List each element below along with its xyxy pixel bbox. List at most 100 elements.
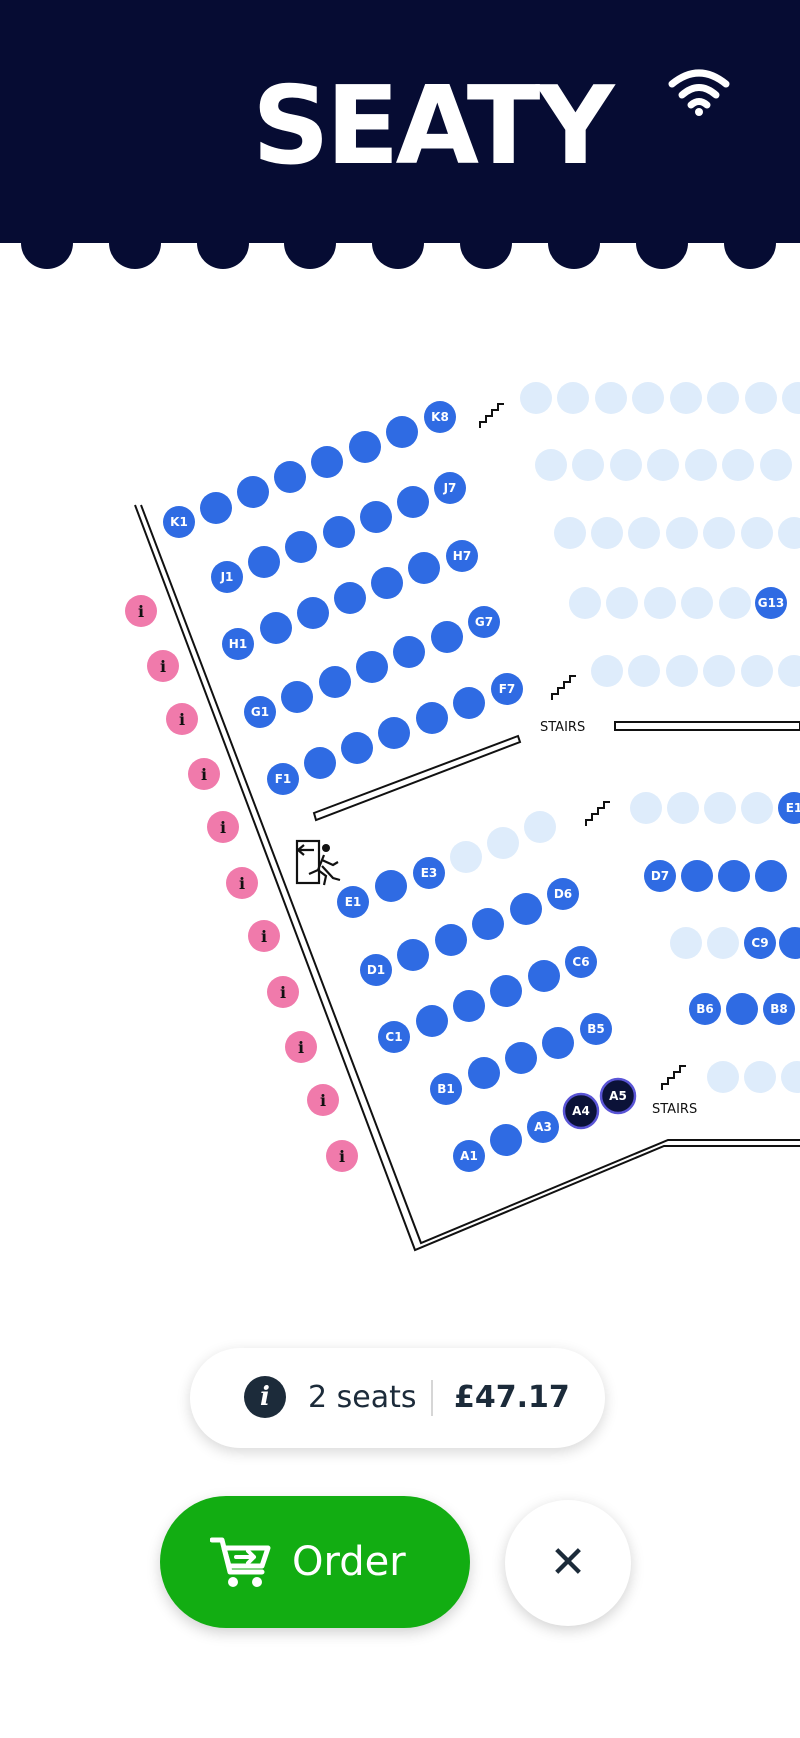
svg-text:K8: K8 xyxy=(431,410,449,424)
seat-f7[interactable]: F7 xyxy=(491,673,523,705)
svg-text:i: i xyxy=(298,1038,304,1057)
svg-text:H1: H1 xyxy=(229,637,247,651)
seaty-logo: SEATY xyxy=(252,64,615,189)
selected-seats[interactable]: A4 A5 xyxy=(562,1077,637,1130)
svg-text:D1: D1 xyxy=(367,963,385,977)
svg-text:E1: E1 xyxy=(345,895,362,909)
available-seats[interactable] xyxy=(200,416,800,1156)
svg-text:i: i xyxy=(160,657,166,676)
stairs-label: STAIRS xyxy=(652,1102,697,1117)
seat-count: 2 seats xyxy=(308,1380,417,1415)
svg-text:i: i xyxy=(201,765,207,784)
svg-text:B8: B8 xyxy=(770,1002,788,1016)
seat-c1[interactable]: C1 xyxy=(378,1021,410,1053)
svg-text:A1: A1 xyxy=(460,1149,478,1163)
stairs-icon xyxy=(479,403,686,1090)
svg-text:C9: C9 xyxy=(751,936,768,950)
seat-a3[interactable]: A3 xyxy=(527,1111,559,1143)
seat-h1[interactable]: H1 xyxy=(222,628,254,660)
svg-text:G13: G13 xyxy=(758,596,785,610)
svg-text:i: i xyxy=(179,710,185,729)
info-marker[interactable]: i xyxy=(285,1031,317,1063)
venue-walls xyxy=(134,504,800,1252)
svg-text:G1: G1 xyxy=(251,705,269,719)
seat-j7[interactable]: J7 xyxy=(434,472,466,504)
svg-text:i: i xyxy=(239,874,245,893)
info-marker[interactable]: i xyxy=(267,976,299,1008)
seat-b5[interactable]: B5 xyxy=(580,1013,612,1045)
seat-a5-selected[interactable]: A5 xyxy=(599,1077,637,1115)
seat-d1[interactable]: D1 xyxy=(360,954,392,986)
stairs-label: STAIRS xyxy=(540,720,585,735)
seat-e1[interactable]: E1 xyxy=(337,886,369,918)
seat-a4-selected[interactable]: A4 xyxy=(562,1092,600,1130)
seat-f1[interactable]: F1 xyxy=(267,763,299,795)
svg-text:D6: D6 xyxy=(554,887,572,901)
seat-b6[interactable]: B6 xyxy=(689,993,721,1025)
svg-text:J1: J1 xyxy=(220,570,234,584)
svg-text:F7: F7 xyxy=(499,682,516,696)
svg-text:A4: A4 xyxy=(572,1104,590,1118)
svg-text:D7: D7 xyxy=(651,869,669,883)
order-button-label: Order xyxy=(292,1539,406,1585)
svg-text:i: i xyxy=(339,1147,345,1166)
svg-text:A3: A3 xyxy=(534,1120,552,1134)
seat-map: STAIRS STAIRS xyxy=(125,382,800,1252)
svg-text:A5: A5 xyxy=(609,1089,627,1103)
seat-b8[interactable]: B8 xyxy=(763,993,795,1025)
svg-text:B5: B5 xyxy=(587,1022,605,1036)
info-marker[interactable]: i xyxy=(307,1084,339,1116)
seat-e1-right[interactable]: E1 xyxy=(778,792,800,824)
close-icon: ✕ xyxy=(549,1537,587,1588)
cart-arrow-icon xyxy=(210,1537,271,1587)
app-header: SEATY xyxy=(0,0,800,243)
seat-c9[interactable]: C9 xyxy=(744,927,776,959)
wifi-icon xyxy=(668,69,730,116)
info-marker[interactable]: i xyxy=(188,758,220,790)
svg-text:i: i xyxy=(261,927,267,946)
total-price: £47.17 xyxy=(454,1380,570,1415)
info-icon[interactable]: i xyxy=(244,1376,286,1418)
svg-text:E3: E3 xyxy=(421,866,438,880)
svg-text:i: i xyxy=(320,1091,326,1110)
summary-divider xyxy=(431,1380,433,1416)
svg-text:B1: B1 xyxy=(437,1082,455,1096)
info-marker[interactable]: i xyxy=(226,867,258,899)
info-marker[interactable]: i xyxy=(248,920,280,952)
header-scallop-edge xyxy=(21,243,776,269)
svg-text:F1: F1 xyxy=(275,772,292,786)
info-marker[interactable]: i xyxy=(125,595,157,627)
unavailable-seats xyxy=(450,382,800,1093)
svg-text:i: i xyxy=(138,602,144,621)
seat-h7[interactable]: H7 xyxy=(446,540,478,572)
seat-a1[interactable]: A1 xyxy=(453,1140,485,1172)
selection-summary[interactable]: i 2 seats £47.17 xyxy=(190,1348,605,1448)
info-marker[interactable]: i xyxy=(166,703,198,735)
info-marker[interactable]: i xyxy=(207,811,239,843)
svg-text:i: i xyxy=(220,818,226,837)
seat-g13[interactable]: G13 xyxy=(755,587,787,619)
seat-j1[interactable]: J1 xyxy=(211,561,243,593)
info-markers[interactable]: i i i i i i i i i i i xyxy=(125,595,358,1172)
seat-c6[interactable]: C6 xyxy=(565,946,597,978)
seat-e3[interactable]: E3 xyxy=(413,857,445,889)
seat-k8[interactable]: K8 xyxy=(424,401,456,433)
seat-d6[interactable]: D6 xyxy=(547,878,579,910)
seat-d7[interactable]: D7 xyxy=(644,860,676,892)
svg-text:G7: G7 xyxy=(475,615,493,629)
seat-g7[interactable]: G7 xyxy=(468,606,500,638)
labelled-seats[interactable]: K1 K8 J1 J7 H1 H7 G1 G7 F1 F7 G13 E1 E1 … xyxy=(163,401,800,1172)
order-button[interactable]: Order xyxy=(160,1496,470,1628)
svg-text:K1: K1 xyxy=(170,515,188,529)
seat-g1[interactable]: G1 xyxy=(244,696,276,728)
seat-b1[interactable]: B1 xyxy=(430,1073,462,1105)
emergency-exit-icon xyxy=(295,839,341,886)
info-marker[interactable]: i xyxy=(326,1140,358,1172)
svg-text:C6: C6 xyxy=(572,955,589,969)
seat-k1[interactable]: K1 xyxy=(163,506,195,538)
info-marker[interactable]: i xyxy=(147,650,179,682)
svg-text:H7: H7 xyxy=(453,549,471,563)
svg-text:J7: J7 xyxy=(443,481,457,495)
close-button[interactable]: ✕ xyxy=(505,1500,631,1626)
svg-text:B6: B6 xyxy=(696,1002,714,1016)
